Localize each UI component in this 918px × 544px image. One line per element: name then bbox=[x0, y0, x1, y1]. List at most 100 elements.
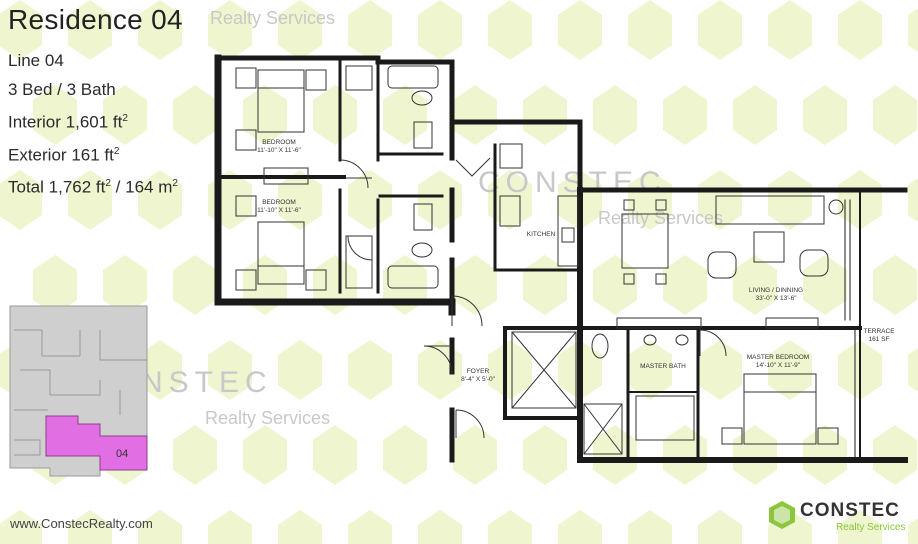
key-plan: 04 bbox=[9, 305, 148, 477]
pattern-hexagon bbox=[803, 85, 847, 145]
pattern-hexagon bbox=[278, 510, 322, 544]
interior-value: 1,601 ft bbox=[65, 112, 123, 132]
pattern-hexagon bbox=[733, 255, 777, 315]
bedroom2-label: BEDROOM bbox=[262, 199, 296, 206]
pattern-hexagon bbox=[208, 510, 252, 544]
pattern-hexagon bbox=[663, 85, 707, 145]
pattern-hexagon bbox=[138, 340, 182, 400]
pattern-hexagon bbox=[68, 170, 112, 230]
watermark-brand-1: CONSTEC bbox=[478, 166, 667, 199]
pattern-hexagon bbox=[593, 425, 637, 485]
pattern-hexagon bbox=[558, 510, 602, 544]
keyplan-unit-label: 04 bbox=[116, 448, 128, 460]
pattern-hexagon bbox=[0, 0, 42, 60]
exterior-value: 161 ft bbox=[71, 145, 114, 165]
total-sup-ft: 2 bbox=[105, 178, 111, 190]
pattern-hexagon bbox=[348, 0, 392, 60]
bedroom2-dims: 11'-10" X 11'-6" bbox=[257, 207, 301, 214]
interior-info: Interior 1,601 ft2 bbox=[8, 104, 183, 137]
pattern-hexagon bbox=[908, 518, 918, 544]
pattern-hexagon bbox=[768, 170, 812, 230]
pattern-hexagon bbox=[278, 170, 322, 230]
pattern-hexagon bbox=[278, 0, 322, 60]
pattern-hexagon bbox=[138, 510, 182, 544]
pattern-hexagon bbox=[103, 255, 147, 315]
pattern-hexagon bbox=[663, 255, 707, 315]
pattern-hexagon bbox=[558, 0, 602, 60]
pattern-hexagon bbox=[208, 0, 252, 60]
pattern-hexagon bbox=[348, 340, 392, 400]
pattern-hexagon bbox=[873, 85, 917, 145]
pattern-hexagon bbox=[418, 510, 462, 544]
pattern-hexagon bbox=[628, 510, 672, 544]
total-label: Total bbox=[8, 177, 44, 197]
exterior-sup: 2 bbox=[113, 145, 120, 157]
pattern-hexagon bbox=[908, 8, 918, 52]
pattern-hexagon bbox=[488, 340, 532, 400]
bedroom1-label: BEDROOM bbox=[262, 139, 296, 146]
pattern-hexagon bbox=[348, 510, 392, 544]
pattern-hexagon bbox=[523, 425, 567, 485]
pattern-hexagon bbox=[593, 85, 637, 145]
room-labels: BEDROOM 11'-10" X 11'-6" BEDROOM 11'-10"… bbox=[257, 139, 895, 383]
watermark-tagline-1: Realty Services bbox=[598, 208, 724, 228]
title-watermark: Realty Services bbox=[210, 8, 336, 28]
pattern-hexagon bbox=[453, 255, 497, 315]
pattern-hexagon bbox=[873, 255, 917, 315]
pattern-hexagon bbox=[33, 85, 77, 145]
exterior-label: Exterior bbox=[8, 145, 67, 165]
interior-label: Interior bbox=[8, 112, 61, 132]
pattern-hexagon bbox=[803, 255, 847, 315]
fixtures bbox=[235, 65, 844, 455]
interior-sup: 2 bbox=[122, 113, 128, 124]
total-info: Total 1,762 ft2 / 164 m2 bbox=[8, 169, 183, 202]
pattern-hexagon bbox=[488, 170, 532, 230]
pattern-hexagon bbox=[348, 170, 392, 230]
pattern-hexagon bbox=[418, 0, 462, 60]
pattern-hexagon bbox=[313, 85, 357, 145]
pattern-hexagon bbox=[383, 425, 427, 485]
pattern-hexagon bbox=[768, 340, 812, 400]
constec-logo[interactable]: CONSTEC Realty Services bbox=[768, 496, 910, 536]
pattern-hexagon bbox=[908, 178, 918, 222]
master-bath-label: MASTER BATH bbox=[640, 363, 686, 370]
foyer-dims: 8'-4" X 5'-0" bbox=[461, 376, 496, 383]
terrace-area: 161 SF bbox=[869, 336, 890, 343]
line-info: Line 04 bbox=[8, 46, 183, 75]
pattern-hexagon bbox=[103, 85, 147, 145]
pattern-hexagon bbox=[278, 340, 322, 400]
pattern-hexagon bbox=[453, 425, 497, 485]
total-value-ft: 1,762 ft bbox=[48, 177, 106, 197]
pattern-hexagon bbox=[838, 0, 882, 60]
pattern-hexagon bbox=[628, 0, 672, 60]
pattern-hexagon bbox=[488, 0, 532, 60]
pattern-hexagon bbox=[453, 85, 497, 145]
pattern-hexagon bbox=[33, 255, 77, 315]
living-label: LIVING / DINNING bbox=[749, 287, 803, 294]
pattern-hexagon bbox=[488, 510, 532, 544]
line-value: 04 bbox=[44, 51, 64, 70]
pattern-hexagon bbox=[0, 510, 42, 544]
pattern-hexagon bbox=[138, 170, 182, 230]
keyplan-building bbox=[9, 305, 148, 477]
pattern-hexagon bbox=[628, 170, 672, 230]
pattern-hexagon bbox=[768, 0, 812, 60]
keyplan-unit-04 bbox=[45, 415, 148, 471]
master-bedroom-label: MASTER BEDROOM bbox=[747, 354, 809, 361]
kitchen-label: KITCHEN bbox=[527, 231, 556, 238]
pattern-hexagon bbox=[523, 85, 567, 145]
pattern-hexagon bbox=[68, 510, 112, 544]
pattern-hexagon bbox=[733, 85, 777, 145]
logo-tagline: Realty Services bbox=[836, 522, 906, 533]
total-value-m: / 164 m bbox=[115, 177, 173, 197]
pattern-hexagon bbox=[0, 170, 42, 230]
pattern-hexagon bbox=[313, 425, 357, 485]
website-url[interactable]: www.ConstecRealty.com bbox=[10, 516, 153, 531]
logo-hex-icon bbox=[769, 501, 795, 529]
pattern-hexagon bbox=[383, 85, 427, 145]
pattern-hexagon bbox=[208, 340, 252, 400]
pattern-hexagon bbox=[838, 510, 882, 544]
terrace-label: TERRACE bbox=[863, 328, 895, 335]
pattern-hexagon bbox=[908, 348, 918, 392]
